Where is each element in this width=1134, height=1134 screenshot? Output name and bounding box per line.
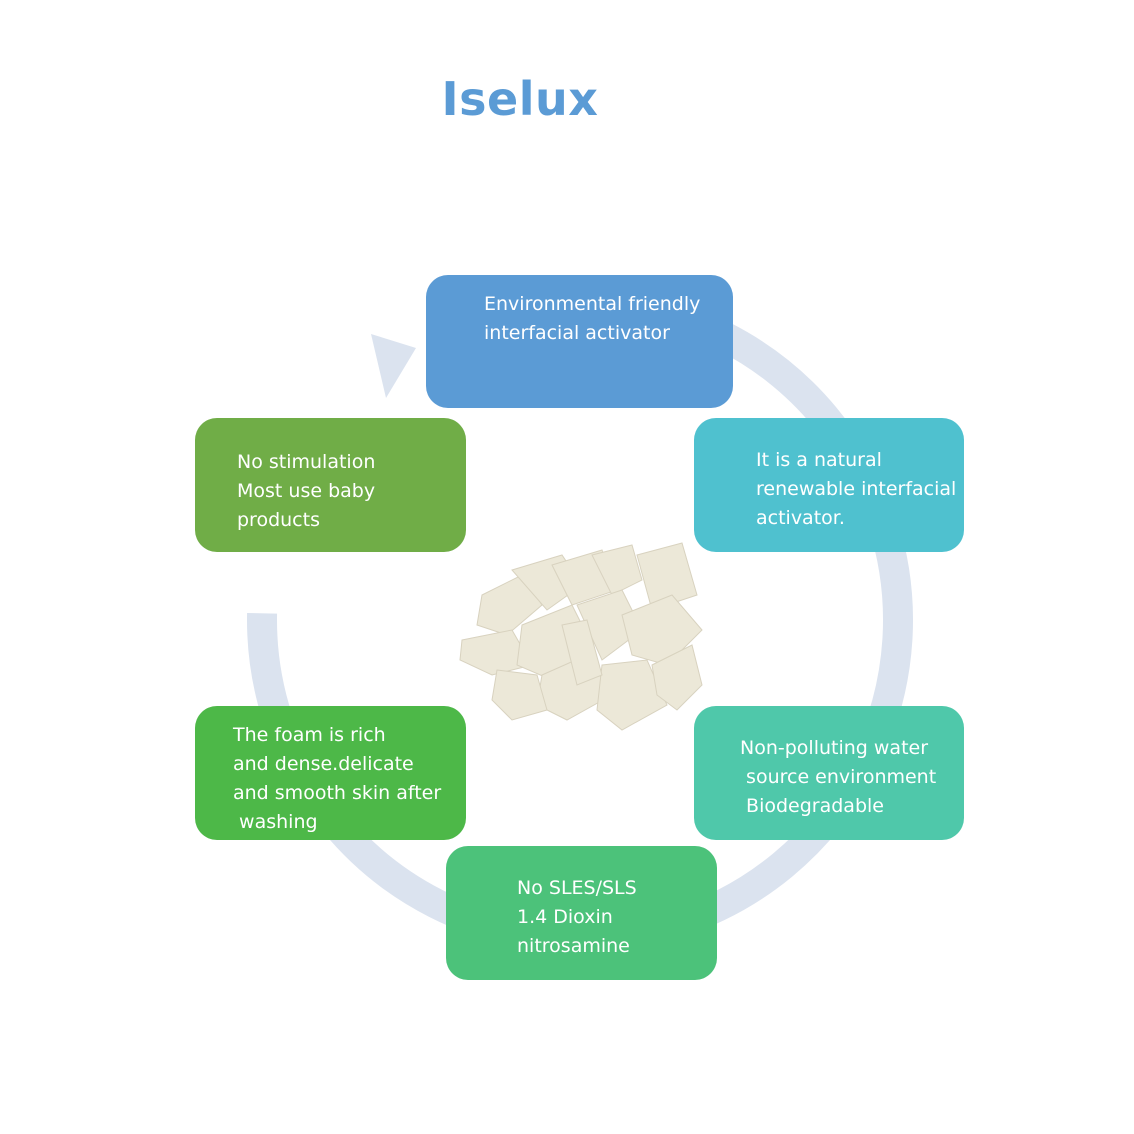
cycle-box-line: The foam is rich [233,724,386,746]
cycle-box-line: Non-polluting water [740,737,929,759]
cycle-box-line: products [237,509,320,531]
cycle-box-line: Most use baby [237,480,376,502]
cycle-box-line: source environment [740,766,937,788]
cycle-box-line: No SLES/SLS [517,877,637,899]
cycle-box-line: activator. [756,507,845,529]
cycle-box-line: No stimulation [237,451,376,473]
cycle-box-line: and smooth skin after [233,782,442,804]
cycle-box-no-stimulation: No stimulation Most use baby products [195,418,466,552]
cycle-box-line: washing [233,811,318,833]
flakes-icon [459,542,703,731]
flakes-image [459,542,703,731]
cycle-box-non-polluting: Non-polluting water source environment B… [694,706,964,840]
cycle-box-line: renewable interfacial [756,478,957,500]
diagram-title: Iselux [441,72,599,126]
cycle-box-line: Biodegradable [740,795,884,817]
cycle-box-line: nitrosamine [517,935,630,957]
cycle-box-line: It is a natural [756,449,882,471]
cycle-box-line: and dense.delicate [233,753,414,775]
cycle-box-line: Environmental friendly [484,293,701,315]
cycle-arrowhead-icon [371,334,416,398]
cycle-box-rich-foam: The foam is rich and dense.delicate and … [195,706,466,840]
cycle-box-no-sles: No SLES/SLS 1.4 Dioxin nitrosamine [446,846,717,980]
cycle-box-line: 1.4 Dioxin [517,906,613,928]
cycle-box-natural-renewable: It is a natural renewable interfacial ac… [694,418,964,552]
cycle-box-line: interfacial activator [484,322,670,344]
cycle-box-environmental-friendly: Environmental friendly interfacial activ… [426,275,733,408]
